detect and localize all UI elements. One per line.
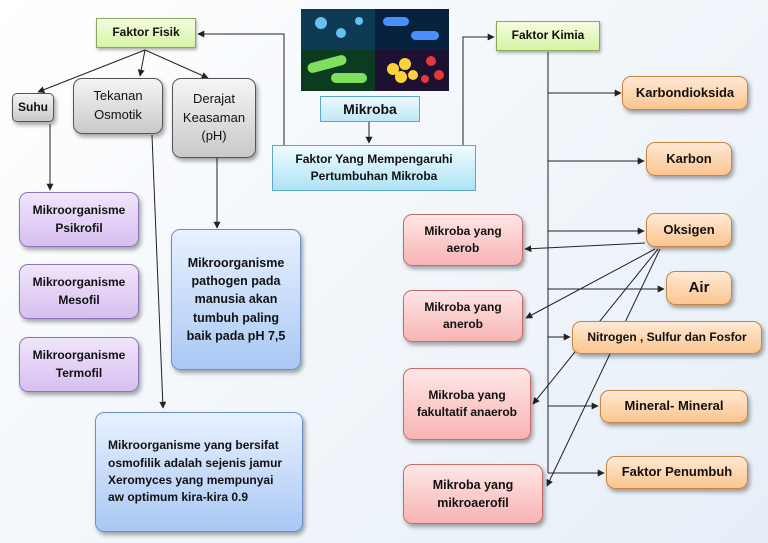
oksigen-label: Oksigen	[663, 221, 715, 237]
derajat-keasaman-node: Derajat Keasaman (pH)	[172, 78, 256, 158]
ph-note-node: Mikroorganisme pathogen pada manusia aka…	[171, 229, 301, 370]
termofil-label: Mikroorganisme Termofil	[32, 348, 126, 380]
edge-tekanan-osmo	[151, 134, 167, 409]
aerob-label: Mikroba yang aerob	[424, 223, 502, 255]
mikroba-node: Mikroba	[320, 96, 420, 122]
faktor-kimia-label: Faktor Kimia	[511, 28, 585, 43]
faktor-fisik-label: Faktor Fisik	[112, 25, 180, 40]
aerob-node: Mikroba yang aerob	[403, 214, 523, 266]
osmo-note-node: Mikroorganisme yang bersifat osmofilik a…	[95, 412, 303, 532]
microbe-collage-image	[301, 9, 449, 91]
edge-oksigen-mikroaerofil	[546, 248, 661, 487]
nitrogen-label: Nitrogen , Sulfur dan Fosfor	[587, 329, 747, 344]
mineral-node: Mineral- Mineral	[600, 390, 748, 423]
nitrogen-node: Nitrogen , Sulfur dan Fosfor	[572, 321, 762, 354]
karbon-node: Karbon	[646, 142, 732, 176]
center-label: Faktor Yang Mempengaruhi Pertumbuhan Mik…	[295, 151, 453, 183]
edge-fisik-derajat	[144, 49, 209, 79]
psikrofil-label: Mikroorganisme Psikrofil	[32, 203, 126, 235]
edge-center-fisik	[197, 30, 285, 148]
psikrofil-node: Mikroorganisme Psikrofil	[19, 192, 139, 247]
ph-note-label: Mikroorganisme pathogen pada manusia aka…	[186, 256, 286, 343]
karbon-label: Karbon	[666, 150, 712, 166]
mikroaerofil-label: Mikroba yang mikroaerofil	[432, 477, 514, 510]
fakultatif-node: Mikroba yang fakultatif anaerob	[403, 368, 531, 440]
edge-oksigen-aerob	[524, 242, 646, 253]
center-node: Faktor Yang Mempengaruhi Pertumbuhan Mik…	[272, 145, 476, 191]
oksigen-node: Oksigen	[646, 213, 732, 247]
mesofil-label: Mikroorganisme Mesofil	[32, 275, 126, 307]
edge-center-kimia	[462, 33, 495, 148]
fakultatif-label: Mikroba yang fakultatif anaerob	[416, 387, 518, 419]
anerob-node: Mikroba yang anerob	[403, 290, 523, 342]
air-label: Air	[688, 279, 710, 297]
mineral-label: Mineral- Mineral	[624, 398, 724, 414]
osmo-note-label: Mikroorganisme yang bersifat osmofilik a…	[108, 438, 283, 505]
edge-fisik-tekanan	[137, 49, 146, 77]
penumbuh-label: Faktor Penumbuh	[621, 464, 733, 480]
faktor-kimia-node: Faktor Kimia	[496, 21, 600, 51]
termofil-node: Mikroorganisme Termofil	[19, 337, 139, 392]
edge-fisik-suhu	[37, 49, 146, 93]
tekanan-osmotik-node: Tekanan Osmotik	[73, 78, 163, 134]
mikroba-label: Mikroba	[343, 100, 397, 117]
mikroaerofil-node: Mikroba yang mikroaerofil	[403, 464, 543, 524]
karbondioksida-label: Karbondioksida	[635, 84, 735, 100]
penumbuh-node: Faktor Penumbuh	[606, 456, 748, 489]
tekanan-osmotik-label: Tekanan Osmotik	[93, 88, 143, 122]
suhu-node: Suhu	[12, 93, 54, 122]
suhu-label: Suhu	[18, 99, 48, 114]
air-node: Air	[666, 271, 732, 305]
faktor-fisik-node: Faktor Fisik	[96, 18, 196, 48]
anerob-label: Mikroba yang anerob	[424, 299, 502, 331]
edge-oksigen-anerob	[525, 248, 656, 319]
mesofil-node: Mikroorganisme Mesofil	[19, 264, 139, 319]
derajat-keasaman-label: Derajat Keasaman (pH)	[182, 90, 246, 144]
karbondioksida-node: Karbondioksida	[622, 76, 748, 110]
